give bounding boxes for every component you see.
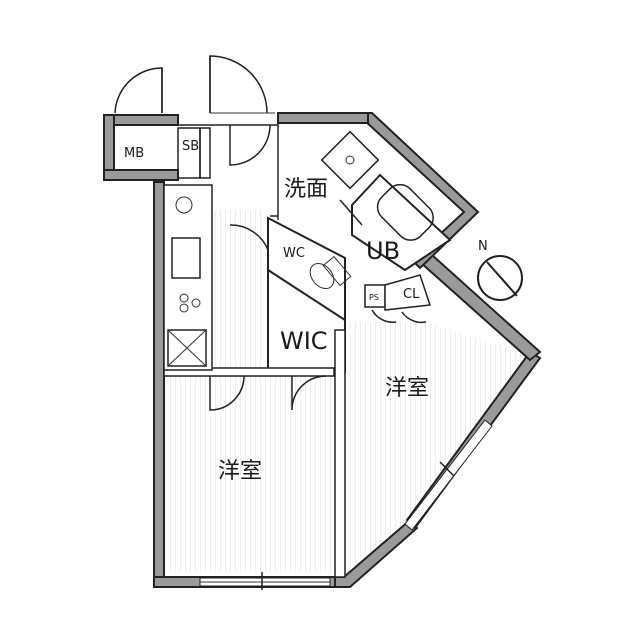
room-label-western-left: 洋室 xyxy=(218,459,262,484)
window-bottom xyxy=(199,572,331,590)
kitchen xyxy=(163,184,213,371)
sb-cabinet xyxy=(177,127,211,179)
room-labels: MB SB 洗面 UB WC PS CL WIC 洋室 洋室 xyxy=(124,139,429,484)
window-right xyxy=(404,419,493,531)
compass-label: N xyxy=(478,239,488,254)
room-label-wc: WC xyxy=(283,246,305,261)
room-label-washroom: 洗面 xyxy=(284,177,328,202)
room-label-sb: SB xyxy=(182,139,199,154)
room-label-mb: MB xyxy=(124,146,144,161)
room-label-ps: PS xyxy=(369,293,379,302)
interior-doors xyxy=(209,124,427,411)
interior-walls xyxy=(163,123,452,578)
room-label-wic: WIC xyxy=(280,327,328,355)
entrance-doors xyxy=(114,55,278,126)
north-compass-icon: N xyxy=(477,239,523,301)
floor-areas xyxy=(170,210,530,572)
room-label-ub: UB xyxy=(366,237,400,265)
room-label-cl: CL xyxy=(403,287,420,302)
fixtures xyxy=(309,130,434,290)
room-label-western-right: 洋室 xyxy=(385,376,429,401)
